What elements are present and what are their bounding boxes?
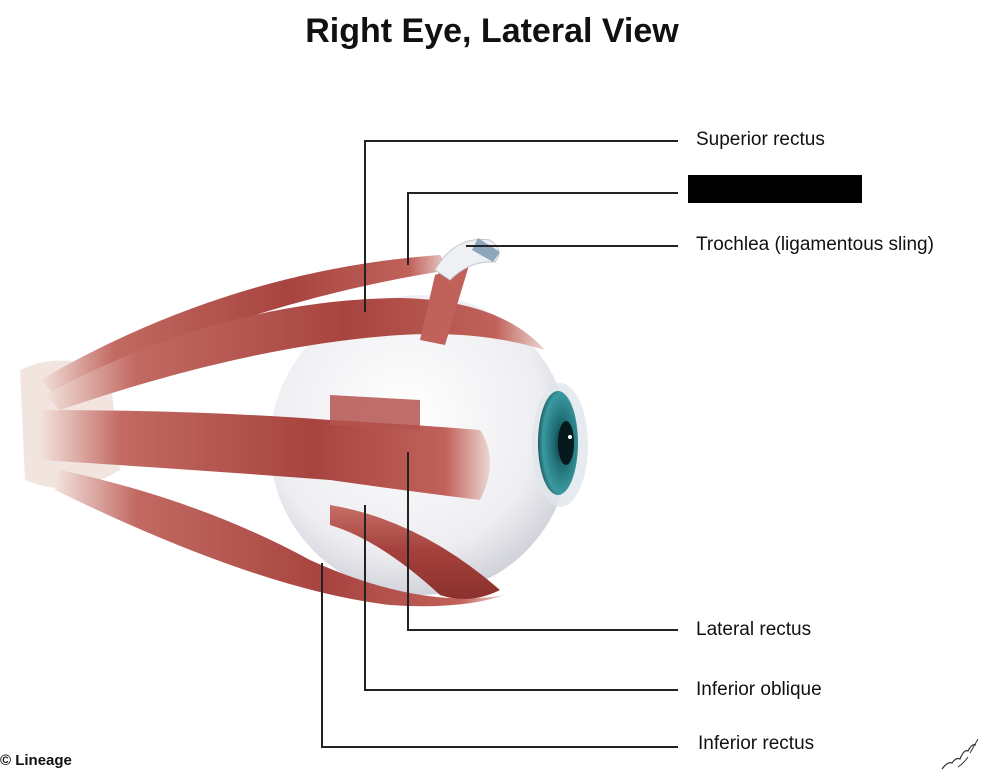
superior-rectus-muscle bbox=[45, 298, 545, 410]
leader-inferior-rectus bbox=[321, 563, 678, 748]
page-title: Right Eye, Lateral View bbox=[305, 12, 679, 50]
inferior-oblique-muscle bbox=[330, 505, 500, 599]
superior-oblique-tendon bbox=[420, 262, 470, 345]
lateral-rectus-insertion bbox=[330, 395, 420, 430]
label-superior-rectus: Superior rectus bbox=[696, 129, 825, 150]
trochlea bbox=[434, 238, 500, 281]
signature-mark bbox=[941, 738, 979, 770]
inferior-rectus-muscle bbox=[55, 470, 505, 607]
pupil bbox=[558, 421, 574, 465]
leader-lateral-rectus bbox=[407, 452, 678, 631]
leader-lines bbox=[321, 140, 678, 748]
copyright-notice: © Lineage bbox=[0, 752, 72, 769]
leader-superior-rectus bbox=[364, 140, 678, 312]
redacted-label-box bbox=[688, 175, 862, 203]
label-inferior-rectus: Inferior rectus bbox=[698, 733, 815, 754]
label-inferior-oblique: Inferior oblique bbox=[696, 679, 822, 700]
label-lateral-rectus: Lateral rectus bbox=[696, 619, 812, 640]
light-reflex bbox=[568, 435, 572, 439]
lateral-rectus-muscle bbox=[40, 410, 490, 500]
leader-redacted bbox=[407, 192, 678, 265]
label-trochlea: Trochlea (ligamentous sling) bbox=[696, 234, 934, 255]
leader-inferior-oblique bbox=[364, 505, 678, 691]
